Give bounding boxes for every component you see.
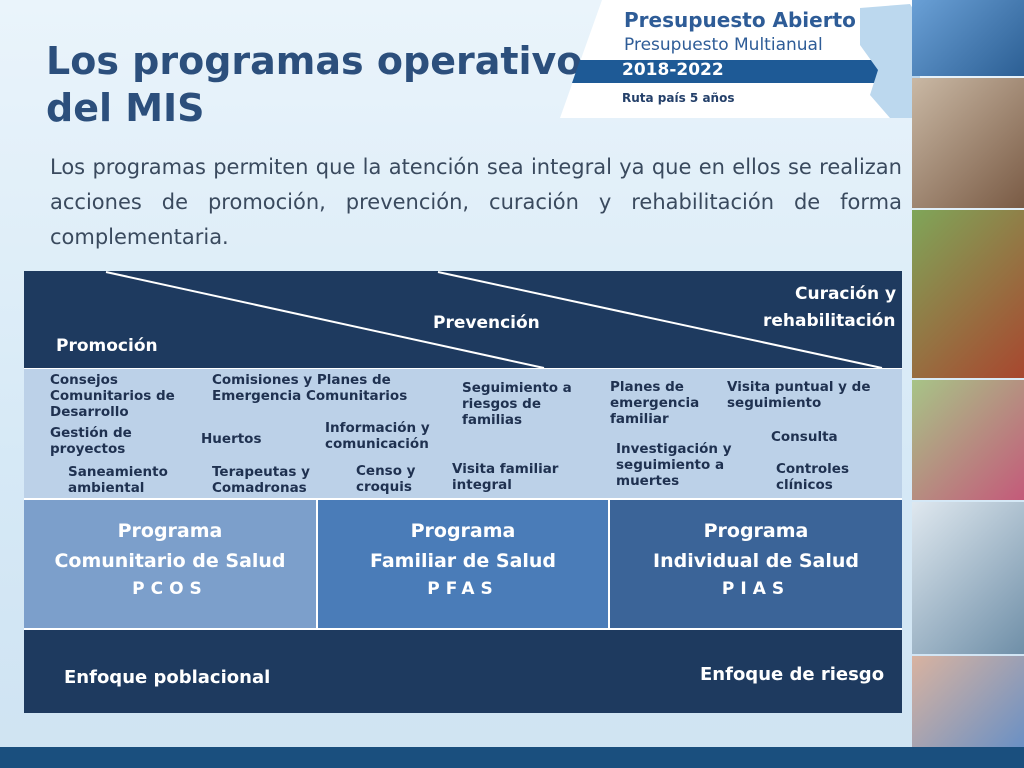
- banner-background: [560, 0, 920, 118]
- program-individual: Programa Individual de Salud PIAS: [610, 500, 902, 628]
- activities-panel: [24, 369, 902, 498]
- level-curacion-line-1: Curación y: [795, 284, 897, 304]
- banner-title: Presupuesto Abierto: [624, 8, 856, 32]
- footer-band: [0, 747, 1024, 768]
- photo-classroom: [912, 502, 1024, 654]
- page-title-line-1: Los programas operativos: [46, 39, 606, 83]
- level-prevencion: Prevención: [433, 313, 540, 333]
- program-familiar: Programa Familiar de Salud PFAS: [318, 500, 608, 628]
- enfoque-riesgo: Enfoque de riesgo: [700, 664, 885, 685]
- activity-huertos: Huertos: [201, 431, 262, 447]
- presupuesto-banner: Presupuesto Abierto Presupuesto Multianu…: [560, 0, 920, 118]
- activity-consulta: Consulta: [771, 429, 838, 445]
- enfoque-band: [24, 630, 902, 713]
- photo-child-2: [912, 78, 1024, 208]
- photo-group: [912, 656, 1024, 747]
- intro-paragraph: Los programas permiten que la atención s…: [50, 155, 902, 249]
- care-levels-band: [24, 271, 902, 368]
- banner-years: 2018-2022: [622, 60, 724, 80]
- photo-child-1: [912, 0, 1024, 76]
- photo-farmer: [912, 210, 1024, 378]
- photo-girls: [912, 380, 1024, 500]
- program-comunitario: Programa Comunitario de Salud PCOS: [24, 500, 316, 628]
- enfoque-poblacional: Enfoque poblacional: [64, 667, 271, 688]
- banner-route: Ruta país 5 años: [622, 91, 735, 105]
- page-title: Los programas operativos del MIS: [46, 38, 605, 132]
- page-title-line-2: del MIS: [46, 86, 205, 130]
- level-curacion-line-2: rehabilitación: [763, 311, 896, 331]
- banner-subtitle: Presupuesto Multianual: [624, 35, 823, 55]
- level-promocion: Promoción: [56, 336, 158, 356]
